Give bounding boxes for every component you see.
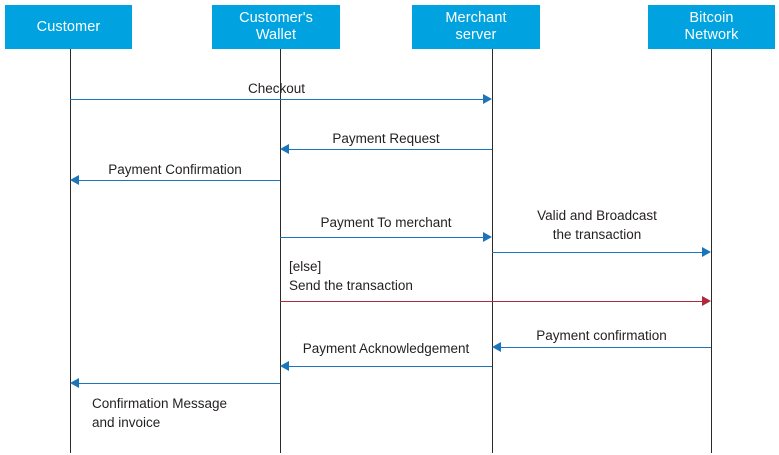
message-label-confirmation-message: Confirmation Message and invoice: [92, 396, 228, 430]
message-line-send-the-transaction[interactable]: [280, 301, 702, 302]
message-line-payment-request[interactable]: [289, 149, 492, 150]
arrow-head-payment-acknowledgement: [280, 361, 289, 371]
message-label-send-the-transaction: [else] Send the transaction: [289, 259, 413, 293]
actor-box-merchant-server[interactable]: Merchant server: [412, 5, 540, 49]
message-label-valid-and-broadcast: Valid and Broadcast the transaction: [537, 208, 657, 242]
message-line-confirmation-message[interactable]: [79, 383, 280, 384]
arrow-head-checkout: [483, 94, 492, 104]
message-label-payment-to-merchant: Payment To merchant: [320, 215, 452, 230]
actor-box-customer[interactable]: Customer: [5, 5, 132, 49]
arrow-head-payment-confirmation: [70, 175, 79, 185]
message-line-payment-to-merchant[interactable]: [280, 237, 483, 238]
actor-box-bitcoin-network[interactable]: Bitcoin Network: [648, 5, 775, 49]
message-label-payment-request: Payment Request: [332, 131, 440, 146]
actor-label-customer: Customer: [36, 18, 101, 35]
actor-label-bitcoin-network: Bitcoin Network: [684, 10, 739, 43]
actor-label-merchant-server: Merchant server: [445, 10, 507, 43]
message-label-checkout: Checkout: [247, 81, 306, 96]
lifeline-bitcoin-network: [711, 49, 712, 453]
message-line-payment-confirmation-network[interactable]: [501, 347, 711, 348]
arrow-head-send-the-transaction: [702, 296, 711, 306]
lifeline-customer: [70, 49, 71, 453]
actor-label-customers-wallet: Customer's Wallet: [239, 10, 313, 43]
arrow-head-payment-to-merchant: [483, 232, 492, 242]
arrow-head-valid-and-broadcast: [702, 247, 711, 257]
message-label-payment-acknowledgement: Payment Acknowledgement: [302, 341, 470, 356]
message-line-payment-confirmation[interactable]: [79, 180, 280, 181]
lifeline-merchant-server: [492, 49, 493, 453]
lifeline-customers-wallet: [280, 49, 281, 453]
arrow-head-payment-request: [280, 144, 289, 154]
message-label-payment-confirmation-network: Payment confirmation: [536, 328, 667, 343]
arrow-head-confirmation-message: [70, 378, 79, 388]
message-line-payment-acknowledgement[interactable]: [289, 366, 492, 367]
message-label-payment-confirmation: Payment Confirmation: [108, 162, 242, 177]
arrow-head-payment-confirmation-network: [492, 342, 501, 352]
message-line-checkout[interactable]: [70, 99, 483, 100]
actor-box-customers-wallet[interactable]: Customer's Wallet: [212, 5, 340, 49]
message-line-valid-and-broadcast[interactable]: [492, 252, 702, 253]
